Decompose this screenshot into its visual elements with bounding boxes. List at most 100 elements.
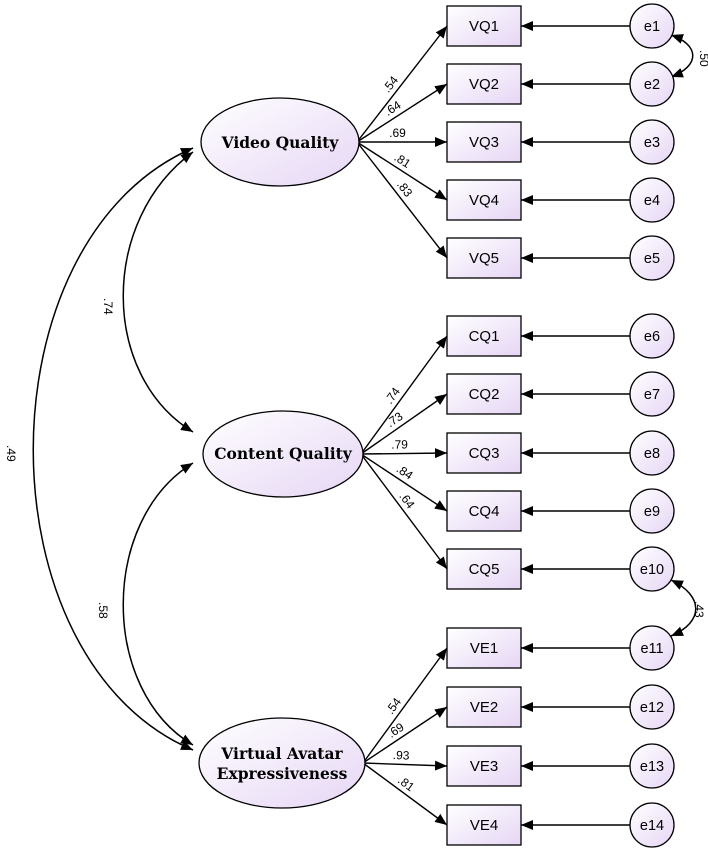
error-term: e8	[629, 430, 675, 476]
cov-vq-vae	[32, 147, 194, 751]
error-circle	[629, 430, 675, 476]
error-label: e10	[640, 562, 664, 578]
indicator-box: VQ4	[446, 179, 522, 221]
error-term: e9	[629, 488, 675, 534]
loading-label: .64	[396, 489, 417, 511]
error-term: e10	[629, 546, 675, 592]
error-circle	[629, 371, 675, 417]
indicator-label: VE2	[470, 699, 498, 716]
loading-arrow	[356, 141, 448, 201]
cov-cq-vae	[122, 462, 194, 746]
cov-vq-vae-label: .49	[4, 445, 18, 462]
loading-arrow	[362, 762, 448, 826]
loading-label: .93	[393, 748, 410, 763]
error-term: e13	[629, 743, 675, 789]
error-label: e9	[644, 504, 660, 520]
indicator-label: VE4	[470, 817, 498, 834]
latent-content-quality: Content Quality	[202, 410, 364, 498]
indicator-box: VE1	[446, 627, 522, 669]
error-term: e6	[629, 313, 675, 359]
indicator-label: VE3	[470, 758, 498, 775]
error-term: e2	[629, 61, 675, 107]
error-label: e7	[644, 387, 660, 403]
indicator-rect	[446, 490, 522, 532]
indicator-box: CQ1	[446, 315, 522, 357]
cov-cq-vae-label: .58	[96, 602, 110, 619]
error-label: e11	[640, 641, 663, 657]
indicator-box: VQ2	[446, 63, 522, 105]
indicator-rect	[446, 315, 522, 357]
error-term: e1	[629, 3, 675, 49]
indicator-box: VQ1	[446, 5, 522, 47]
loading-label: .54	[380, 73, 401, 95]
loading-arrow	[360, 448, 448, 459]
loading-label: .79	[391, 437, 408, 451]
indicator-box: VE4	[446, 804, 522, 846]
loading-label: .83	[394, 178, 415, 200]
error-circle	[629, 743, 675, 789]
loading-arrow	[360, 453, 448, 512]
indicator-label: VQ2	[469, 76, 499, 93]
error-circle	[629, 3, 675, 49]
loadings-layer: .54.64.69.81.83.74.73.79.84.64.54.69.93.…	[356, 25, 448, 826]
indicator-label: VQ3	[469, 134, 499, 151]
error-term: e14	[629, 802, 675, 848]
loading-arrow	[356, 83, 448, 143]
indicator-rect	[446, 686, 522, 728]
latent-vae-label-line1: Virtual Avatar	[220, 744, 343, 763]
loading-arrow	[362, 647, 448, 764]
indicator-rect	[446, 63, 522, 105]
error-term: e3	[629, 119, 675, 165]
error-circle	[629, 177, 675, 223]
error-circle	[629, 235, 675, 281]
error-circle	[629, 546, 675, 592]
indicator-rect	[446, 432, 522, 474]
loading-arrow	[360, 393, 448, 455]
error-circle	[629, 684, 675, 730]
error-circle	[629, 802, 675, 848]
error-term: e7	[629, 371, 675, 417]
indicator-label: CQ2	[469, 386, 500, 403]
error-label: e6	[644, 329, 660, 345]
loading-arrow	[356, 141, 448, 259]
loading-arrow	[362, 760, 448, 771]
indicator-rect	[446, 373, 522, 415]
error-label: e8	[644, 446, 660, 462]
loading-arrow	[360, 453, 448, 570]
loading-label: .73	[384, 409, 406, 430]
error-term: e11	[629, 625, 675, 671]
error-label: e1	[644, 19, 660, 35]
cov-e1-e2	[670, 34, 694, 78]
indicator-label: CQ1	[469, 328, 500, 345]
indicator-box: CQ2	[446, 373, 522, 415]
error-circle	[629, 488, 675, 534]
loading-label: .81	[392, 150, 414, 171]
error-label: e12	[640, 700, 664, 716]
error-label: e2	[644, 77, 660, 93]
indicator-label: VQ1	[469, 18, 499, 35]
latent-video-quality-label: Video Quality	[221, 133, 340, 152]
error-term: e12	[629, 684, 675, 730]
indicator-rect	[446, 804, 522, 846]
loading-arrow	[360, 335, 448, 455]
indicator-box: CQ5	[446, 548, 522, 590]
indicator-label: VQ5	[469, 250, 499, 267]
error-circle	[629, 119, 675, 165]
error-circle	[629, 313, 675, 359]
indicator-box: VQ3	[446, 121, 522, 163]
indicator-label: CQ4	[469, 503, 500, 520]
indicator-rect	[446, 121, 522, 163]
loading-label: .54	[383, 695, 404, 717]
loading-label: .69	[389, 126, 406, 140]
latent-content-quality-label: Content Quality	[214, 444, 353, 463]
cov-e10-e11	[670, 579, 697, 637]
indicator-rect	[446, 179, 522, 221]
error-label: e14	[640, 818, 664, 834]
indicators-layer: VQ1VQ2VQ3VQ4VQ5CQ1CQ2CQ3CQ4CQ5VE1VE2VE3V…	[446, 5, 522, 846]
indicator-label: CQ3	[469, 445, 500, 462]
loading-label: .74	[382, 384, 403, 406]
loading-label: .81	[395, 773, 417, 794]
indicator-label: CQ5	[469, 561, 500, 578]
indicator-label: VQ4	[469, 192, 499, 209]
